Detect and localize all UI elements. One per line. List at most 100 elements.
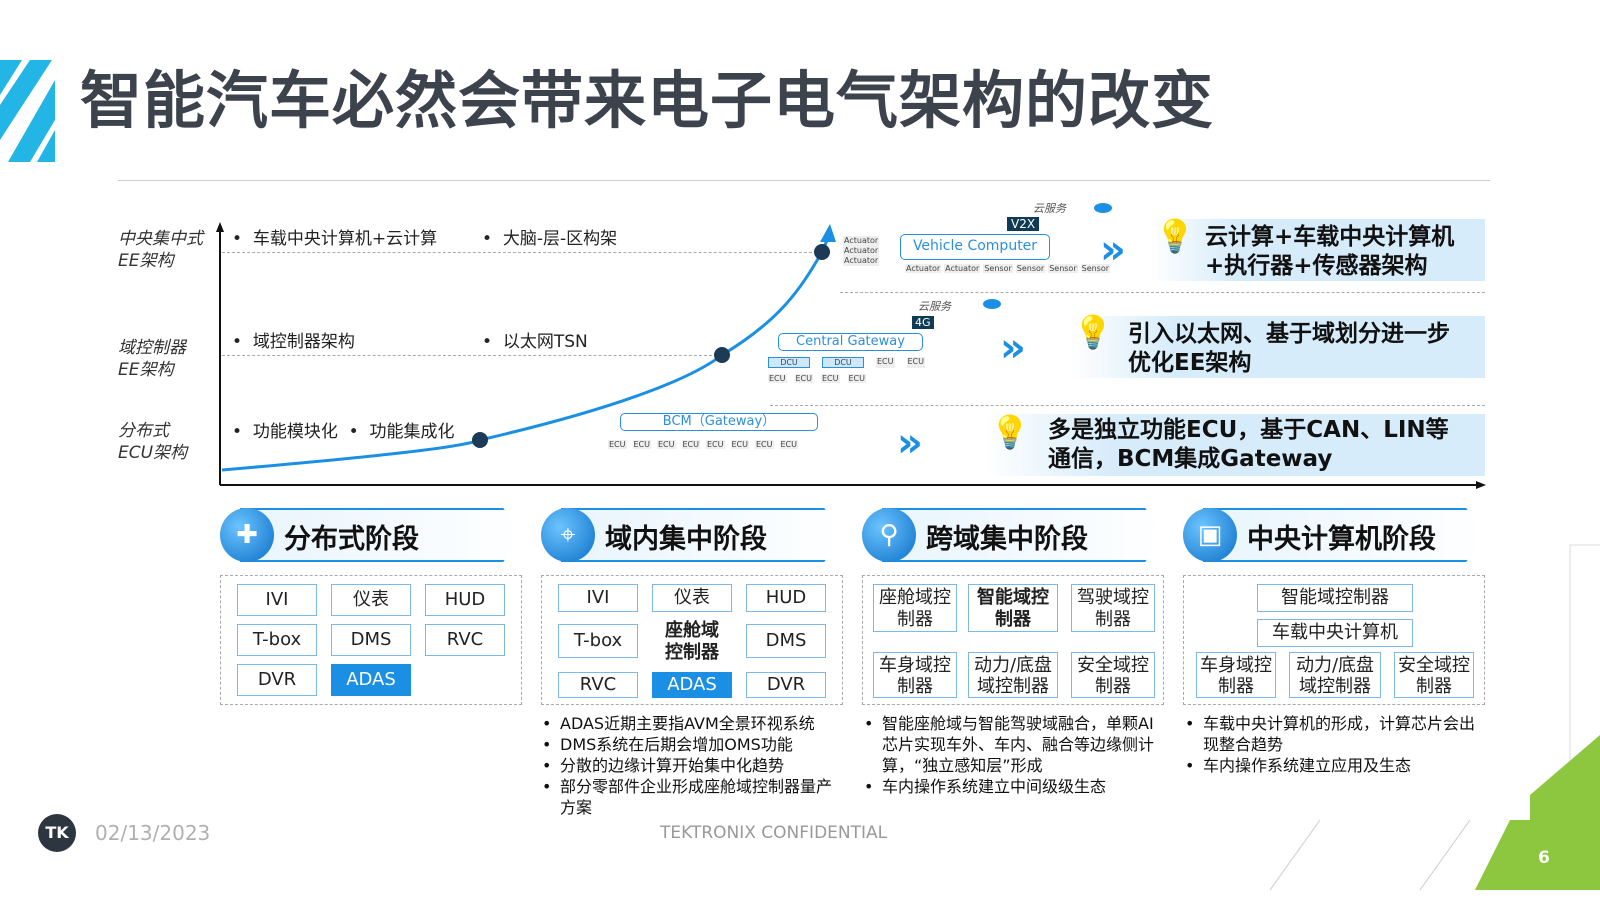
component-cell: RVC bbox=[425, 624, 505, 656]
component-cell: 座舱域控制器 bbox=[873, 584, 957, 632]
sensor-label: Sensor bbox=[983, 264, 1013, 273]
title-stripes-decoration bbox=[0, 60, 55, 162]
note-item: 部分零部件企业形成座舱域控制器量产方案 bbox=[540, 776, 845, 818]
dcu-box: DCU bbox=[768, 357, 810, 368]
bullet: • 大脑-层-区构架 bbox=[482, 229, 618, 249]
component-cell: 智能域控制器 bbox=[1257, 584, 1413, 612]
panel-line: 引入以太网、基于域划分进一步 bbox=[1128, 321, 1450, 347]
cloud-service-label: 云服务 bbox=[918, 300, 951, 313]
stage-notes-cross-domain: 智能座舱域与智能驾驶域融合，单颗AI芯片实现车外、车内、融合等边缘侧计算，“独立… bbox=[862, 713, 1162, 797]
panel-domain-text: 引入以太网、基于域划分进一步优化EE架构 bbox=[1128, 320, 1450, 378]
component-cell: T-box bbox=[558, 624, 638, 658]
stage-label: 分布式阶段 bbox=[284, 524, 419, 555]
ecu-label: ECU bbox=[657, 440, 676, 449]
component-cell: 动力/底盘域控制器 bbox=[1289, 652, 1381, 698]
component-cell: DMS bbox=[746, 624, 826, 658]
level-divider bbox=[840, 292, 1485, 293]
level-label-line: EE架构 bbox=[118, 360, 174, 380]
cockpit-domain-controller: 座舱域控制器 bbox=[658, 618, 726, 666]
ecu-label: ECU bbox=[847, 374, 866, 383]
component-cell: 车身域控制器 bbox=[873, 652, 957, 698]
stage-notes-domain: ADAS近期主要指AVM全景环视系统 DMS系统在后期会增加OMS功能 分散的边… bbox=[540, 713, 845, 818]
component-cell: 仪表 bbox=[652, 584, 732, 612]
lightbulb-gear-icon: 💡 bbox=[1073, 313, 1113, 351]
component-cell: IVI bbox=[558, 584, 638, 612]
bullet: • 域控制器架构 bbox=[232, 332, 355, 352]
note-item: ADAS近期主要指AVM全景环视系统 bbox=[540, 713, 845, 734]
ecu-label: ECU bbox=[755, 440, 774, 449]
ecu-label: ECU bbox=[821, 374, 840, 383]
stage-header-central: ▣中央计算机阶段 bbox=[1183, 505, 1486, 565]
page-number: 6 bbox=[1538, 848, 1550, 868]
component-cell-highlighted: ADAS bbox=[652, 672, 732, 698]
component-cell: 车身域控制器 bbox=[1196, 652, 1276, 698]
component-cell: 动力/底盘域控制器 bbox=[968, 652, 1058, 698]
stage-label: 跨域集中阶段 bbox=[926, 524, 1088, 555]
ecu-label: ECU bbox=[730, 440, 749, 449]
note-item: 分散的边缘计算开始集中化趋势 bbox=[540, 755, 845, 776]
footer-date: 02/13/2023 bbox=[95, 821, 211, 845]
stage-header-domain: ⌖ 域内集中阶段 bbox=[541, 505, 844, 565]
title-divider bbox=[118, 180, 1490, 181]
ecu-group: ECU ECU ECU ECU bbox=[768, 374, 878, 383]
panel-distributed-text: 多是独立功能ECU，基于CAN、LIN等通信，BCM集成Gateway bbox=[1048, 416, 1449, 474]
level-label-line: 域控制器 bbox=[118, 338, 186, 358]
actuator-label: Actuator bbox=[843, 246, 880, 256]
chevron-right-icon: » bbox=[1000, 325, 1026, 371]
stage-grid-distributed: IVI 仪表 HUD T-box DMS RVC DVR ADAS bbox=[220, 575, 522, 705]
stage-grid-domain: IVI 仪表 HUD T-box 座舱域控制器 DMS RVC ADAS DVR bbox=[541, 575, 843, 705]
ecu-label: ECU bbox=[681, 440, 700, 449]
level-divider bbox=[222, 252, 822, 253]
level-label-line: 中央集中式 bbox=[118, 229, 203, 249]
ecu-label: ECU bbox=[632, 440, 651, 449]
actuator-label: Actuator bbox=[944, 264, 981, 273]
component-cell: 智能域控制器 bbox=[968, 584, 1058, 632]
bullet: • 车载中央计算机+云计算 bbox=[232, 229, 438, 249]
bcm-gateway-box: BCM（Gateway） bbox=[620, 413, 818, 431]
corner-decoration bbox=[1270, 544, 1600, 891]
location-pin-icon: ⌖ bbox=[541, 508, 595, 562]
component-cell: 仪表 bbox=[331, 584, 411, 616]
computer-icon: ▣ bbox=[1183, 508, 1237, 562]
chevron-right-icon: » bbox=[897, 420, 923, 466]
ecu-label: ECU bbox=[706, 440, 725, 449]
level-label-line: 分布式 bbox=[118, 421, 169, 441]
axes-and-curve bbox=[216, 222, 1486, 489]
component-cell: DVR bbox=[237, 664, 317, 696]
panel-central bbox=[1150, 219, 1485, 281]
level-label-line: ECU架构 bbox=[118, 443, 188, 463]
ecu-label: ECU bbox=[876, 357, 895, 368]
component-cell: T-box bbox=[237, 624, 317, 656]
central-gateway-box: Central Gateway bbox=[778, 333, 923, 351]
panel-line: 优化EE架构 bbox=[1128, 350, 1252, 376]
chevron-right-icon: » bbox=[1100, 227, 1126, 273]
lightbulb-gear-icon: 💡 bbox=[990, 413, 1030, 451]
stage-grid-central: 智能域控制器 车载中央计算机 车身域控制器 动力/底盘域控制器 安全域控制器 bbox=[1183, 575, 1485, 705]
panel-domain bbox=[1070, 316, 1485, 378]
note-item: 车内操作系统建立中间级级生态 bbox=[862, 776, 1162, 797]
panel-line: +执行器+传感器架构 bbox=[1205, 253, 1428, 279]
component-cell: 驾驶域控制器 bbox=[1071, 584, 1155, 632]
note-item: 智能座舱域与智能驾驶域融合，单颗AI芯片实现车外、车内、融合等边缘侧计算，“独立… bbox=[862, 713, 1162, 776]
panel-distributed bbox=[985, 414, 1485, 476]
component-cell: RVC bbox=[558, 672, 638, 698]
stage-label: 域内集中阶段 bbox=[605, 524, 767, 555]
actuator-list: Actuator Actuator Actuator bbox=[843, 236, 880, 266]
lightbulb-gear-icon: 💡 bbox=[1155, 217, 1195, 255]
dcu-box: DCU bbox=[822, 357, 864, 368]
sensor-label: Sensor bbox=[1080, 264, 1111, 273]
component-cell: 车载中央计算机 bbox=[1257, 619, 1413, 647]
ecu-label: ECU bbox=[794, 374, 813, 383]
level-divider bbox=[770, 405, 1485, 406]
bullet: • 以太网TSN bbox=[482, 332, 588, 352]
panel-line: 通信，BCM集成Gateway bbox=[1048, 446, 1333, 472]
component-cell: IVI bbox=[237, 584, 317, 616]
sensor-label: Sensor bbox=[1048, 264, 1078, 273]
component-cell: DVR bbox=[746, 672, 826, 698]
component-cell-highlighted: ADAS bbox=[331, 664, 411, 696]
ecu-label: ECU bbox=[768, 374, 787, 383]
panel-line: 云计算+车载中央计算机 bbox=[1205, 224, 1455, 250]
